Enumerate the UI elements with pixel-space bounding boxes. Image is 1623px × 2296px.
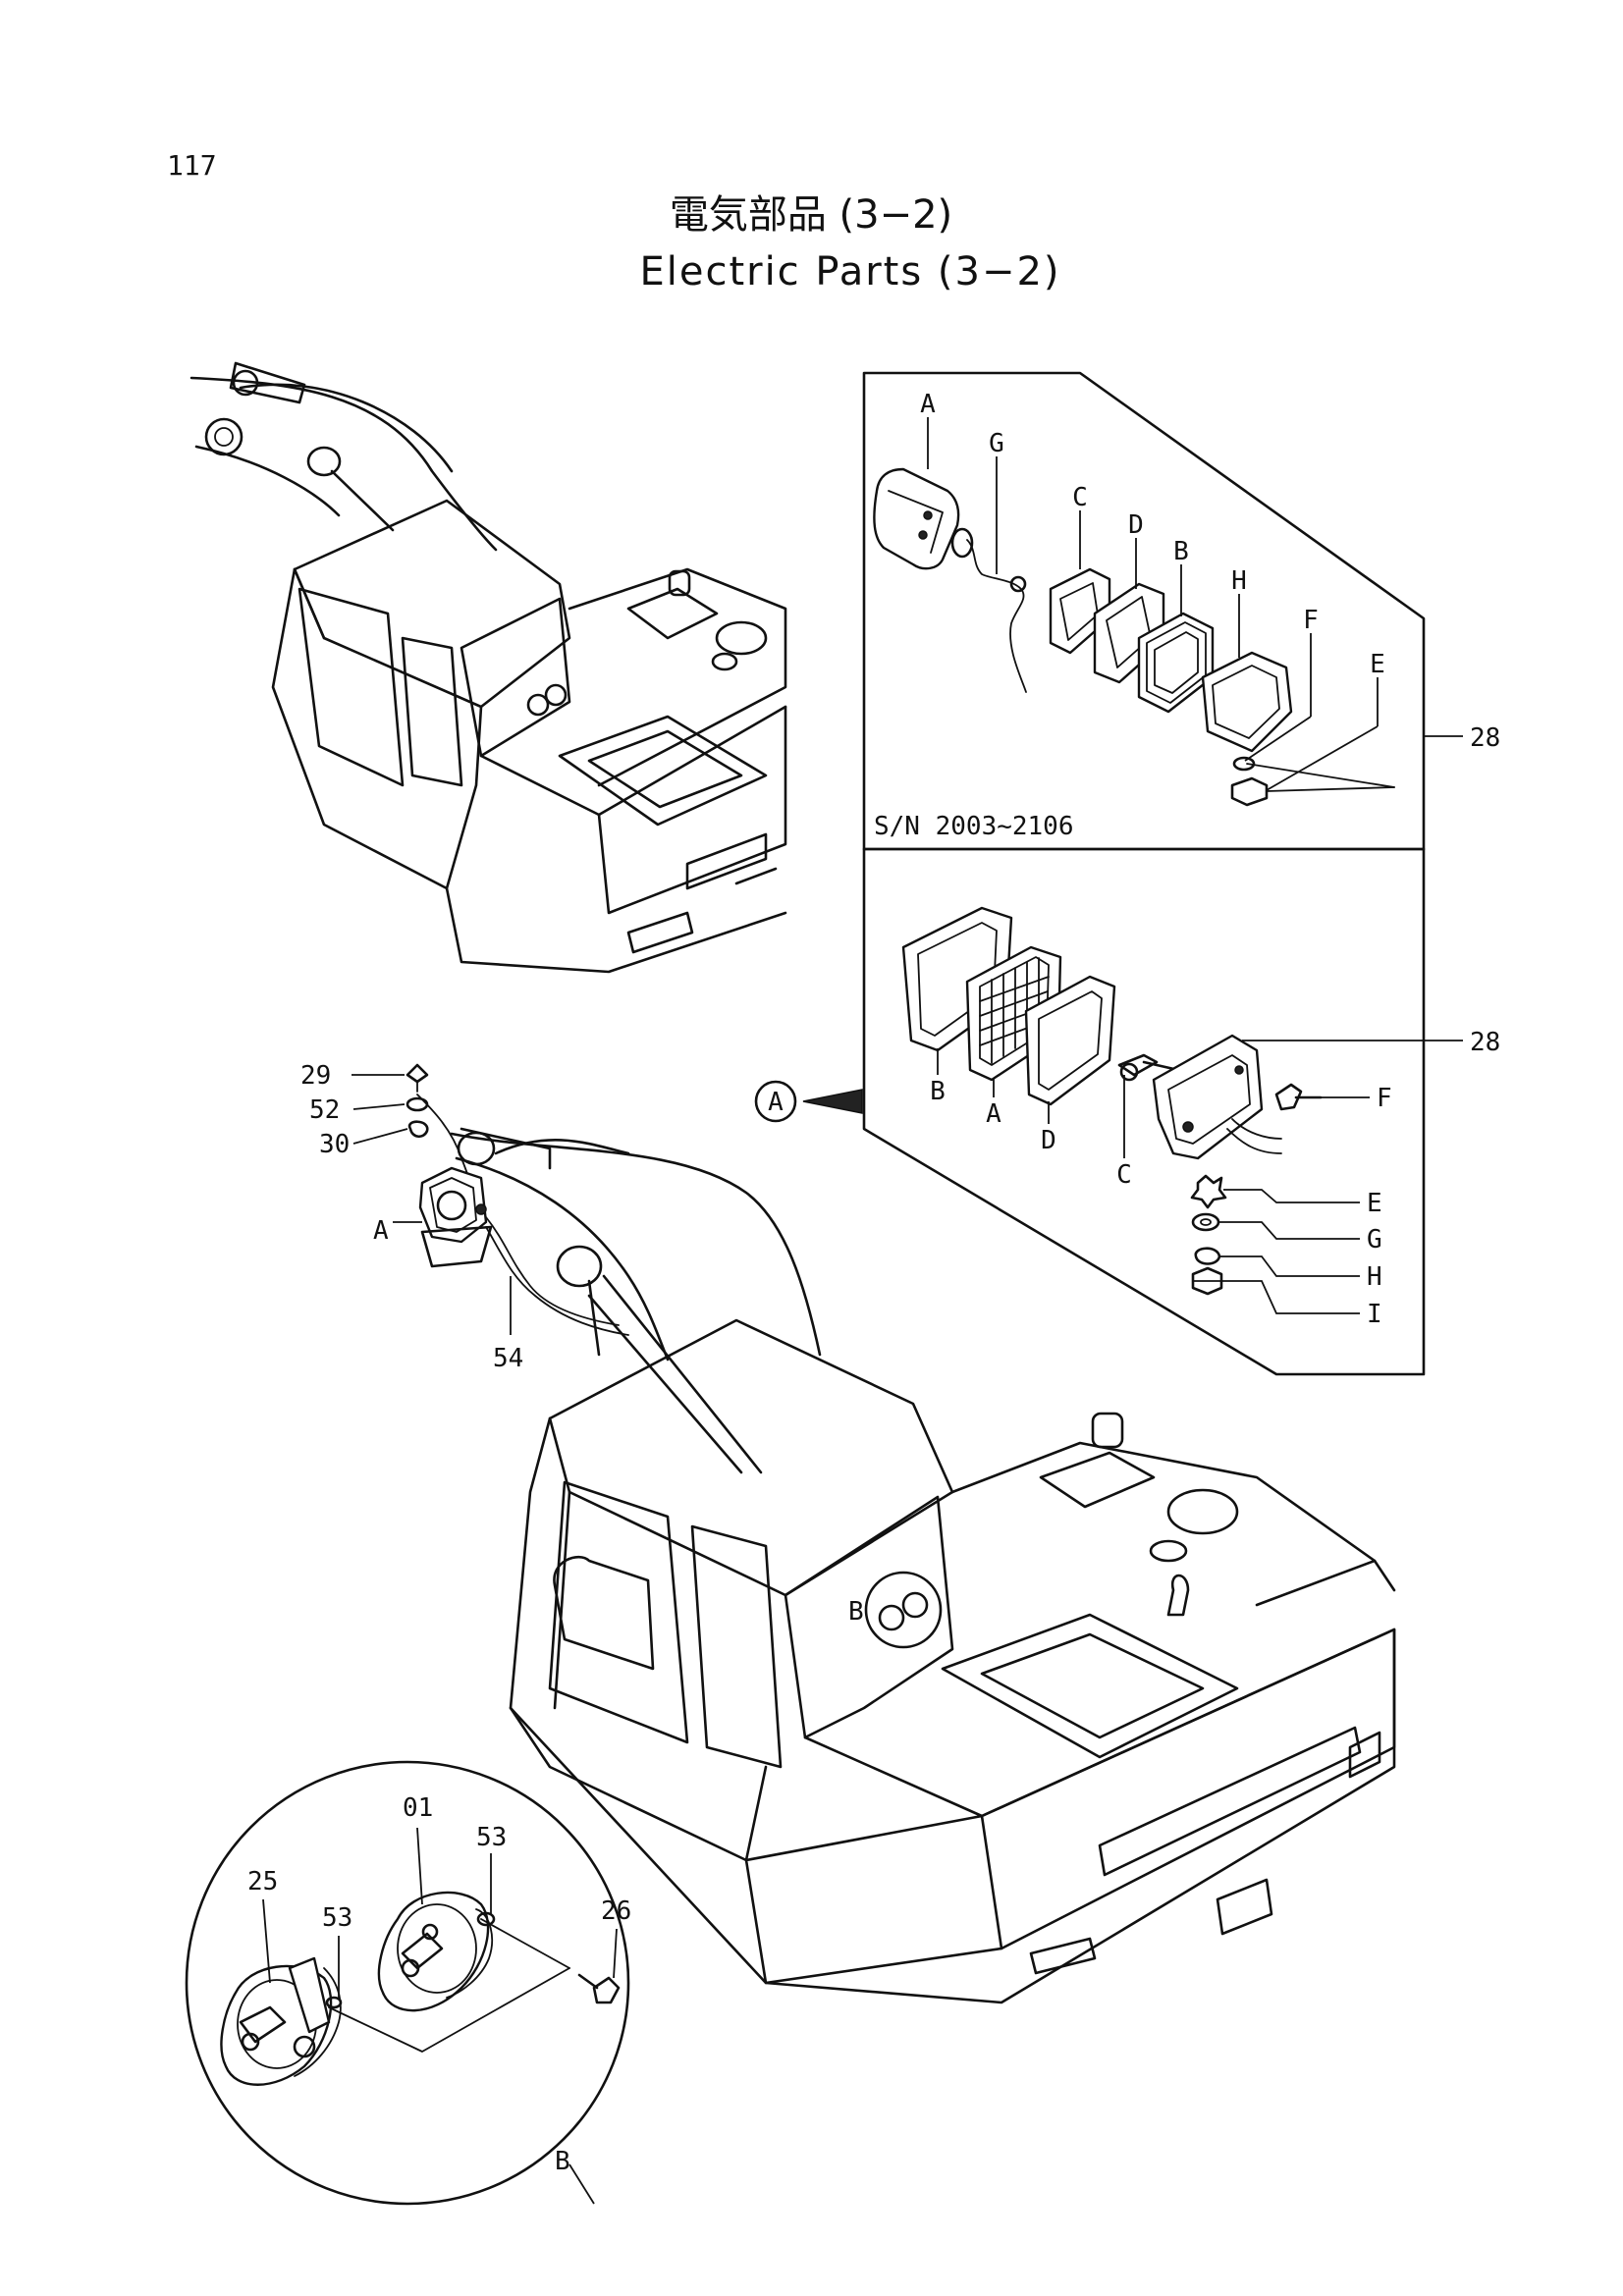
part-26: 26	[601, 1896, 631, 1926]
upper-letter-C: C	[1072, 483, 1088, 512]
part-54: 54	[493, 1344, 523, 1373]
work-light-upper-panel: A G C D B H F E S/N 2003~2106 28	[862, 371, 1500, 851]
lower-letter-E: E	[1367, 1189, 1382, 1218]
part-30: 30	[319, 1130, 350, 1159]
lower-letter-D: D	[1041, 1126, 1056, 1155]
work-light-lower-panel: B A D C F E G H I 28	[862, 847, 1500, 1376]
lower-letter-C: C	[1116, 1160, 1132, 1190]
part-53-upper: 53	[476, 1823, 507, 1852]
horn-detail-circle: 01 53 25 53 26 B	[185, 1760, 631, 2206]
title-japanese: 電気部品 (3−2)	[670, 192, 952, 238]
page-number: 117	[167, 149, 217, 182]
title-english: Electric Parts (3−2)	[639, 249, 1060, 294]
upper-letter-F: F	[1303, 606, 1319, 635]
lower-letter-A: A	[986, 1099, 1001, 1129]
lower-letter-G: G	[1367, 1225, 1382, 1255]
boom-light-assembly: 29 52 30 A 54	[300, 1061, 629, 1373]
upper-letter-A: A	[920, 390, 936, 419]
upper-letter-D: D	[1128, 510, 1144, 540]
part-53-lower: 53	[322, 1903, 352, 1933]
upper-letter-G: G	[989, 429, 1004, 458]
lower-letter-B: B	[930, 1077, 946, 1106]
part-29: 29	[300, 1061, 331, 1091]
lower-letter-H: H	[1367, 1262, 1382, 1292]
lower-letter-I: I	[1367, 1300, 1382, 1329]
view-b-callout: B	[848, 1597, 864, 1627]
upper-letter-H: H	[1231, 566, 1247, 596]
view-a-callout: A	[754, 1080, 863, 1123]
view-a-label: A	[768, 1088, 784, 1117]
upper-letter-B: B	[1173, 537, 1189, 566]
upper-letter-E: E	[1370, 650, 1385, 679]
part-28-lower: 28	[1470, 1028, 1500, 1057]
lower-letter-F: F	[1377, 1084, 1392, 1113]
part-25: 25	[247, 1867, 278, 1896]
view-b-label: B	[848, 1597, 864, 1627]
detail-a-label: A	[373, 1216, 389, 1246]
part-52: 52	[309, 1095, 340, 1125]
detail-b-label: B	[555, 2147, 570, 2176]
excavator-small-drawing	[189, 361, 787, 974]
part-28-upper: 28	[1470, 723, 1500, 753]
part-01: 01	[403, 1793, 433, 1823]
serial-number-note: S/N 2003~2106	[874, 812, 1074, 841]
excavator-large-drawing	[450, 1127, 1396, 2004]
